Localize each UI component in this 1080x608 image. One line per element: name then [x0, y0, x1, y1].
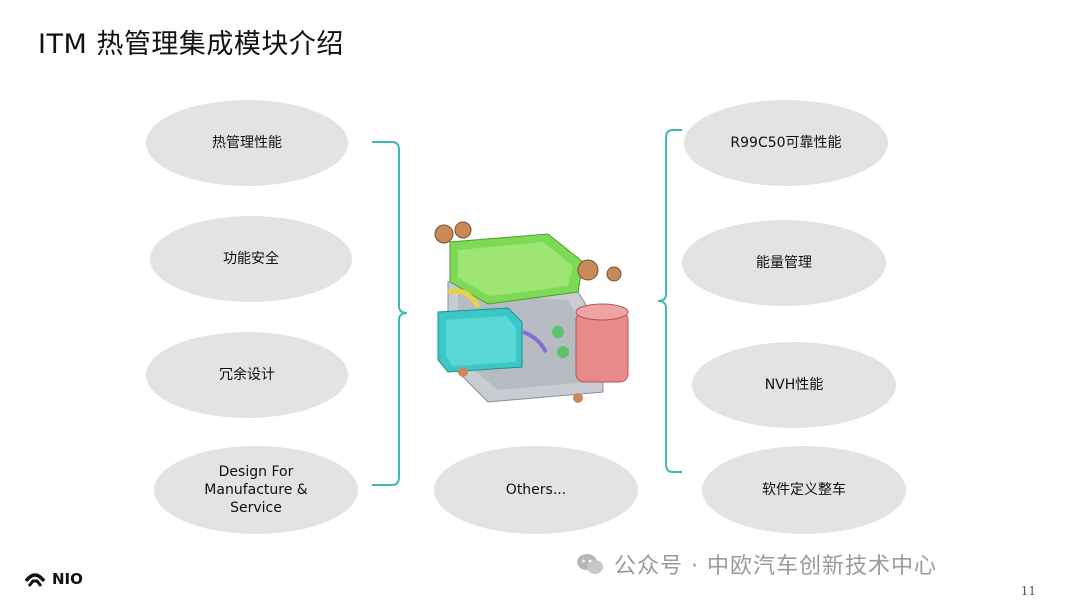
topic-energy-management: 能量管理: [682, 220, 886, 306]
right-bracket: [657, 129, 682, 473]
topic-label: 能量管理: [756, 255, 812, 271]
topic-label: R99C50可靠性能: [730, 135, 842, 151]
topic-dfm-service: Design For Manufacture & Service: [154, 446, 358, 534]
left-bracket: [372, 141, 408, 486]
topic-others: Others...: [434, 446, 638, 534]
topic-functional-safety: 功能安全: [150, 216, 352, 302]
topic-thermal-performance: 热管理性能: [146, 100, 348, 186]
nio-logo-icon: [24, 573, 46, 587]
wechat-watermark: 公众号 · 中欧汽车创新技术中心: [576, 548, 937, 580]
topic-label: NVH性能: [764, 377, 824, 393]
wechat-icon: [577, 554, 603, 574]
nio-logo: NIO: [24, 570, 83, 588]
topic-label: Design For Manufacture & Service: [204, 464, 308, 516]
page-number: 11: [1020, 584, 1036, 598]
topic-nvh-performance: NVH性能: [692, 342, 896, 428]
topic-label: 冗余设计: [219, 367, 275, 383]
topic-label: 热管理性能: [212, 135, 282, 151]
topic-label: 软件定义整车: [762, 482, 846, 498]
topic-label: 功能安全: [223, 251, 279, 267]
itm-module-illustration: [434, 221, 629, 403]
nio-logo-text: NIO: [52, 570, 83, 588]
topic-label: Others...: [505, 482, 567, 498]
topic-redundancy-design: 冗余设计: [146, 332, 348, 418]
watermark-text: 公众号 · 中欧汽车创新技术中心: [614, 554, 937, 579]
page-title: ITM 热管理集成模块介绍: [38, 29, 344, 60]
topic-software-defined-vehicle: 软件定义整车: [702, 446, 906, 534]
topic-r99c50-reliability: R99C50可靠性能: [684, 100, 888, 186]
